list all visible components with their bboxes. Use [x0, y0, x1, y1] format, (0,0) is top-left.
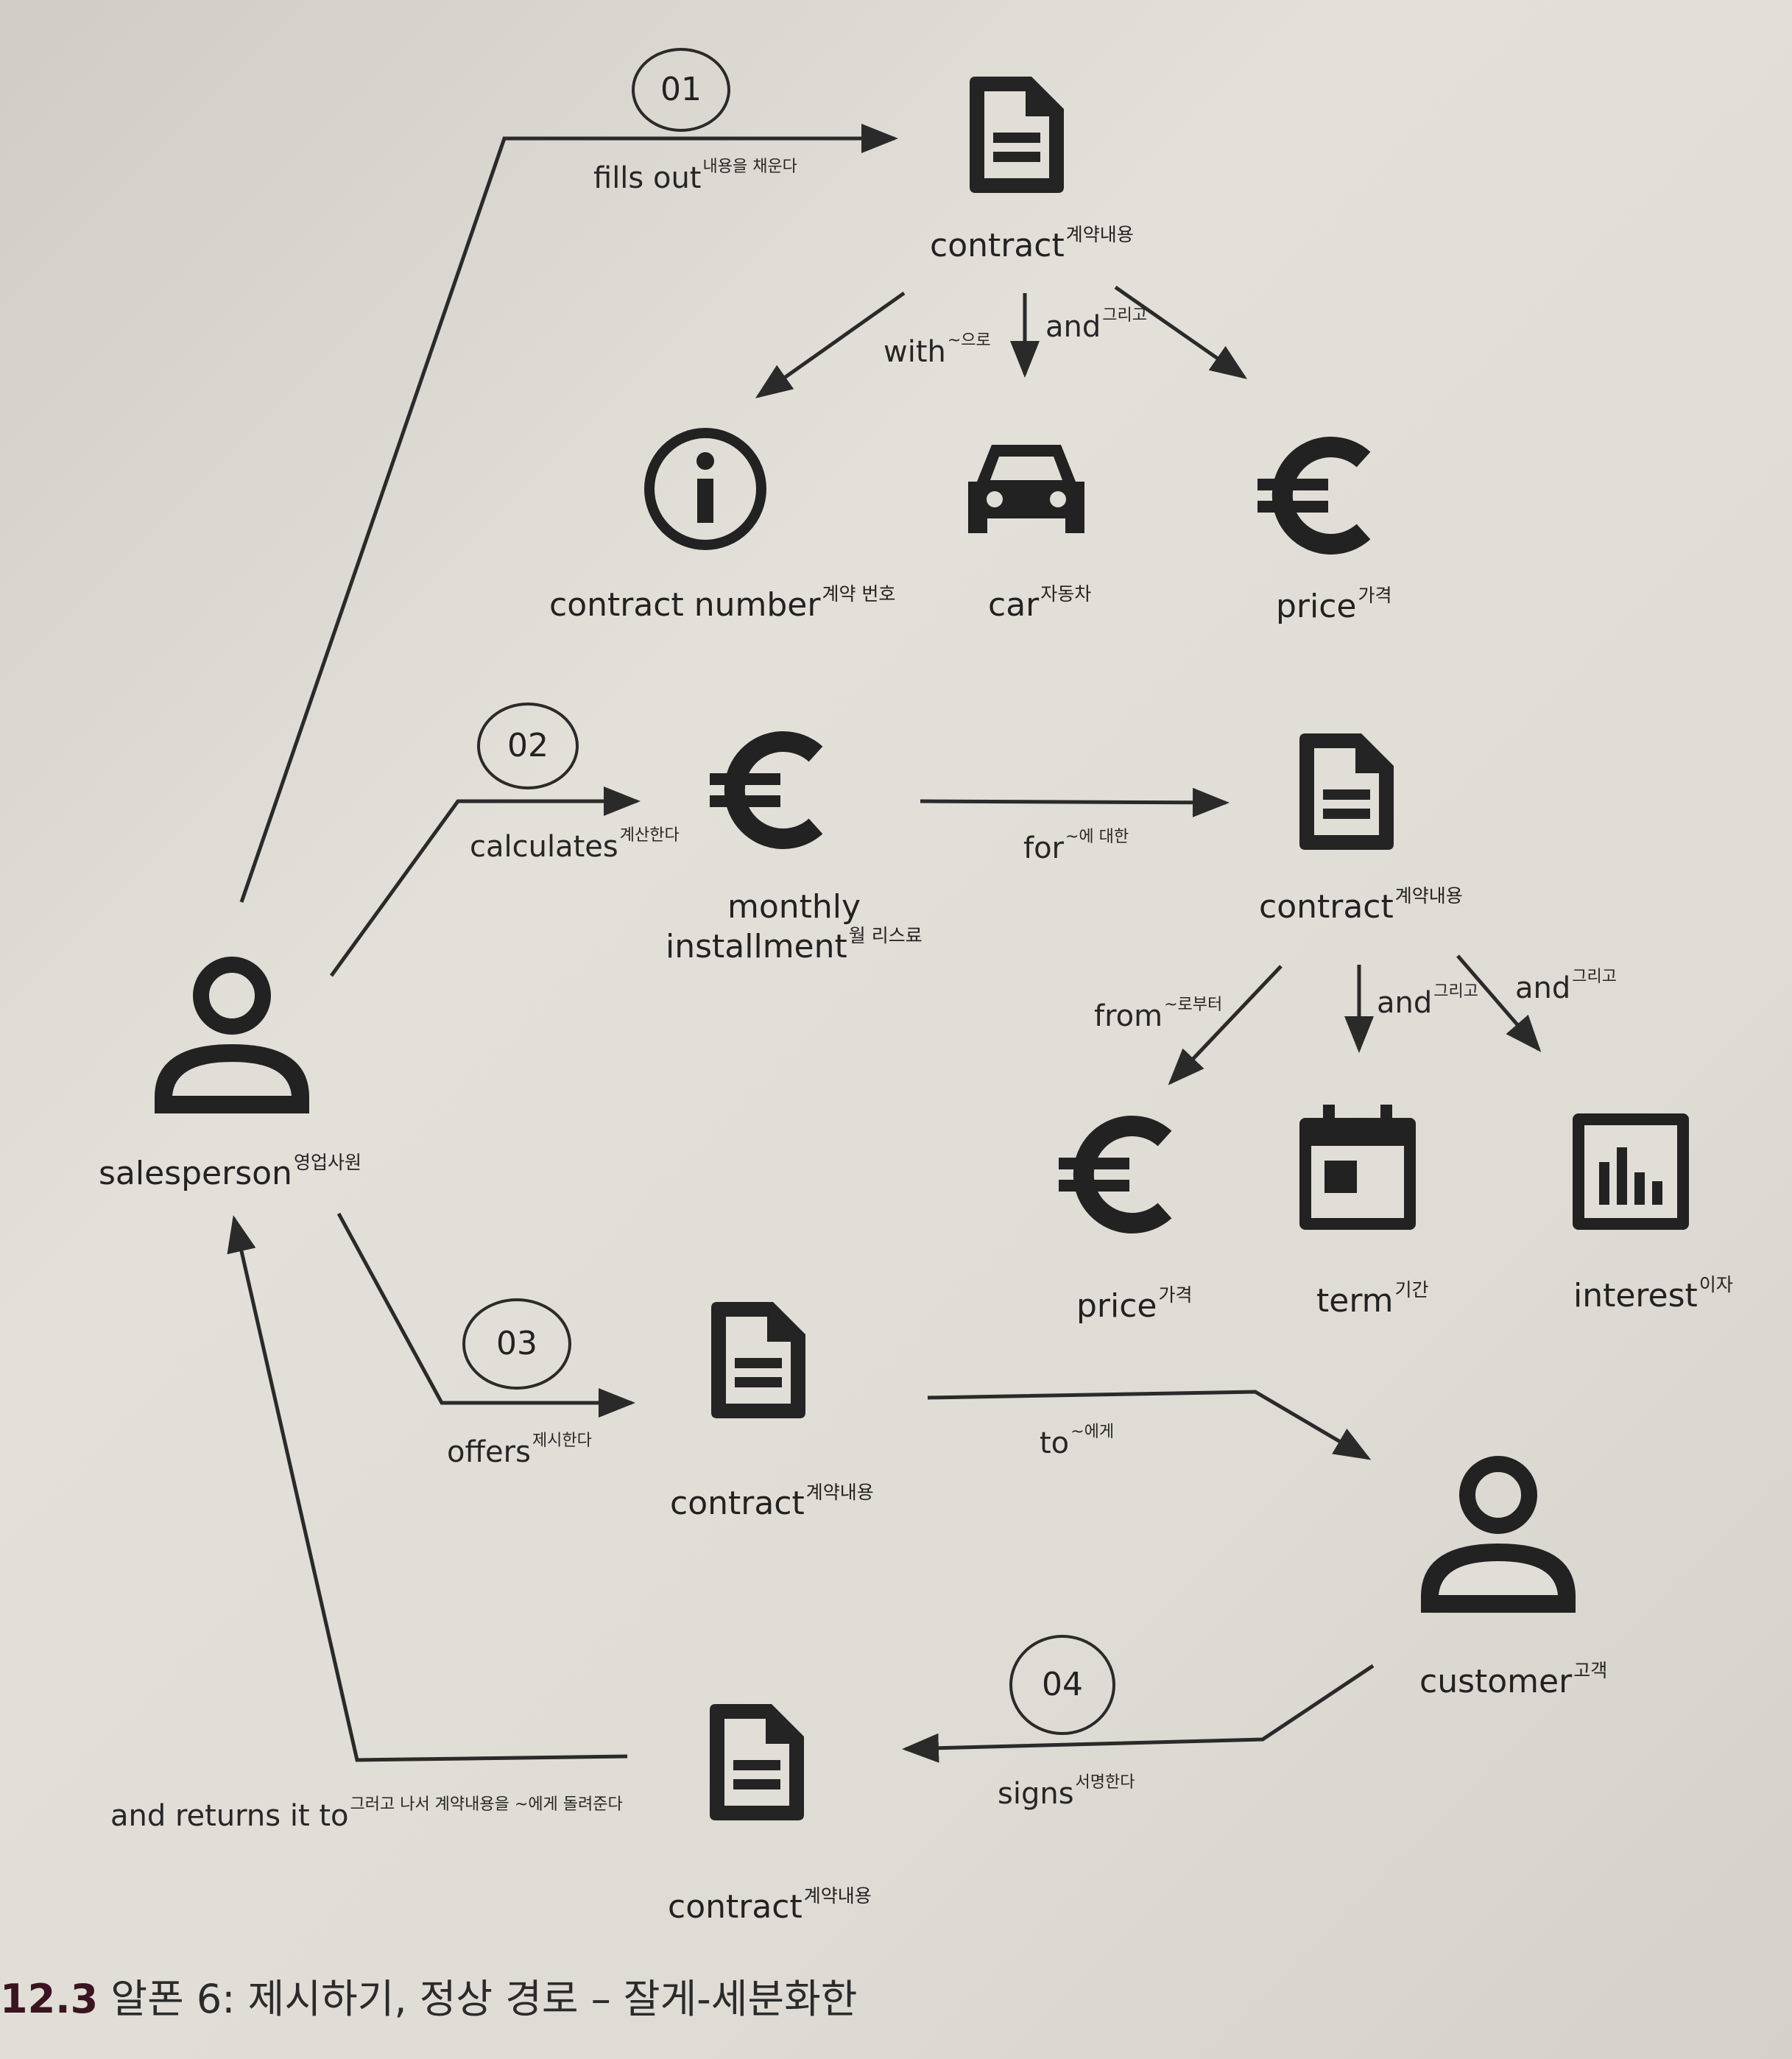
edge-label-and: and그리고	[1515, 968, 1617, 1005]
arrow-from	[1168, 965, 1283, 1085]
arrow-returns	[227, 1215, 628, 1762]
contract-document-icon	[970, 77, 1064, 193]
info-icon	[649, 433, 761, 545]
figure-caption-text: 알폰 6: 제시하기, 정상 경로 – 잘게-세분화한	[110, 1976, 858, 2022]
step-circle-03	[462, 1298, 571, 1390]
edge-label-for: for~에 대한	[1023, 828, 1129, 865]
edge-label-signs: signs서명한다	[998, 1773, 1135, 1811]
price-euro-icon	[1059, 1126, 1165, 1223]
arrow-fills-out	[239, 124, 898, 903]
edge-label-offers: offers제시한다	[447, 1432, 592, 1469]
calendar-icon	[1299, 1105, 1416, 1230]
monthly-installment-euro-icon	[710, 742, 816, 839]
arrow-and-price	[1114, 285, 1248, 379]
car-icon	[968, 445, 1084, 533]
step-circle-01	[632, 48, 730, 132]
edge-label-and: and그리고	[1377, 982, 1478, 1020]
customer-label: customer고객	[1419, 1660, 1608, 1700]
arrow-and-interest	[1456, 954, 1542, 1052]
step-number-04: 04	[1042, 1666, 1083, 1703]
contract-label: contract계약내용	[930, 224, 1134, 264]
step-number-01: 01	[660, 71, 702, 108]
term-label: term기간	[1316, 1279, 1429, 1320]
edge-label-calculates: calculates계산한다	[470, 826, 680, 864]
monthly-label-line1: monthly	[727, 888, 861, 926]
contract-document-icon	[710, 1704, 804, 1820]
step-number-02: 02	[507, 727, 548, 764]
contract-label: contract계약내용	[1259, 885, 1463, 926]
interest-label: interest이자	[1573, 1274, 1733, 1314]
salesperson-label: salesperson영업사원	[99, 1152, 361, 1192]
contract-number-label: contract number계약 번호	[549, 583, 896, 624]
step-circle-02	[477, 703, 579, 789]
edge-label-to: to~에게	[1040, 1423, 1115, 1460]
salesperson-person-icon	[155, 965, 309, 1113]
figure-number: 12.3	[0, 1976, 99, 2022]
contract-document-icon	[711, 1302, 805, 1418]
price-label: price가격	[1076, 1284, 1193, 1325]
arrow-signs	[902, 1664, 1375, 1763]
contract-label: contract계약내용	[670, 1482, 874, 1522]
edge-label-with: with~으로	[883, 331, 991, 369]
arrow-for	[920, 787, 1230, 817]
bar-chart-icon	[1573, 1113, 1689, 1230]
edge-label-from: from~로부터	[1094, 996, 1223, 1033]
arrow-with	[755, 291, 906, 398]
monthly-installment-label: installment월 리스료	[666, 925, 923, 965]
price-label: price가격	[1276, 585, 1392, 625]
figure-caption: 12.3 알폰 6: 제시하기, 정상 경로 – 잘게-세분화한	[0, 1966, 857, 2024]
contract-label: contract계약내용	[668, 1885, 872, 1926]
euro-icon	[1257, 447, 1364, 544]
customer-person-icon	[1421, 1464, 1576, 1613]
step-number-03: 03	[496, 1325, 537, 1362]
arrow-to	[927, 1390, 1372, 1460]
car-label: car자동차	[988, 583, 1092, 624]
step-circle-04	[1009, 1635, 1115, 1735]
edge-label-and: and그리고	[1045, 306, 1147, 344]
arrow-offers	[336, 1212, 635, 1418]
arrow-calculates	[329, 786, 641, 977]
edge-label-returns: and returns it to그러고 나서 계약내용을 ~에게 돌려준다	[110, 1795, 623, 1833]
edge-label-fills-out: fills out내용을 채운다	[593, 158, 797, 195]
contract-document-icon	[1299, 733, 1394, 850]
